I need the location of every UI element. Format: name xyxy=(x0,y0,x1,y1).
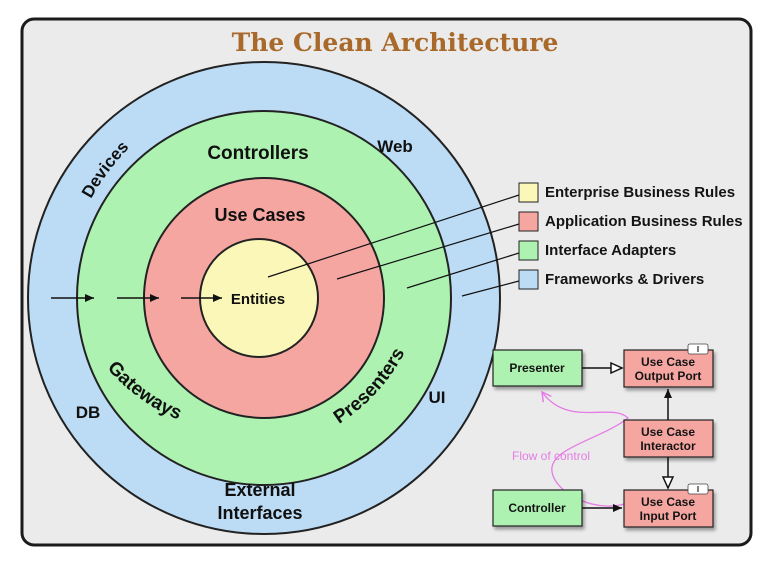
legend-item: Enterprise Business Rules xyxy=(518,182,735,203)
interface-tag-label: I xyxy=(697,345,699,354)
controller-box xyxy=(492,489,583,527)
output-port-label-line1: Use Case xyxy=(641,355,695,369)
legend: Enterprise Business Rules Application Bu… xyxy=(518,182,743,290)
legend-leader-lines xyxy=(267,194,520,297)
interactor-label-line1: Use Case xyxy=(641,425,695,439)
legend-swatch xyxy=(518,269,539,290)
label-db: DB xyxy=(76,403,101,422)
leader-line-frameworks xyxy=(461,280,520,297)
label-controllers: Controllers xyxy=(207,143,308,164)
label-use-cases: Use Cases xyxy=(214,205,305,225)
legend-swatch xyxy=(518,182,539,203)
controller-label: Controller xyxy=(508,501,566,515)
legend-label: Frameworks & Drivers xyxy=(545,271,704,288)
label-external-interfaces-line1: External xyxy=(224,480,295,500)
legend-item: Interface Adapters xyxy=(518,240,676,261)
legend-item: Frameworks & Drivers xyxy=(518,269,704,290)
diagram-title: The Clean Architecture xyxy=(232,28,559,57)
label-external-interfaces-line2: Interfaces xyxy=(217,503,302,523)
ring-diagram xyxy=(27,61,501,535)
leader-line-entities xyxy=(267,194,520,278)
input-port-label-line2: Input Port xyxy=(640,509,697,523)
label-ui: UI xyxy=(429,388,446,407)
interface-tag xyxy=(687,483,709,495)
output-port-box xyxy=(623,349,714,388)
interactor-label-line2: Interactor xyxy=(640,439,696,453)
legend-label: Enterprise Business Rules xyxy=(545,184,735,201)
leader-line-use-cases xyxy=(336,223,520,280)
leader-line-adapters xyxy=(406,252,520,289)
presenter-label: Presenter xyxy=(509,361,565,375)
presenter-box xyxy=(492,349,583,387)
output-port-label-line2: Output Port xyxy=(635,369,702,383)
label-entities: Entities xyxy=(231,291,285,308)
flow-of-control-label: Flow of control xyxy=(512,449,590,463)
legend-label: Interface Adapters xyxy=(545,242,676,259)
label-web: Web xyxy=(377,137,413,156)
interface-tag xyxy=(687,343,709,355)
legend-label: Application Business Rules xyxy=(545,213,743,230)
flow-diagram: Flow of control Presenter Controller Use… xyxy=(492,343,714,528)
input-port-box xyxy=(623,489,714,528)
legend-swatch xyxy=(518,240,539,261)
input-port-label-line1: Use Case xyxy=(641,495,695,509)
legend-item: Application Business Rules xyxy=(518,211,743,232)
interface-tag-label: I xyxy=(697,485,699,494)
legend-swatch xyxy=(518,211,539,232)
